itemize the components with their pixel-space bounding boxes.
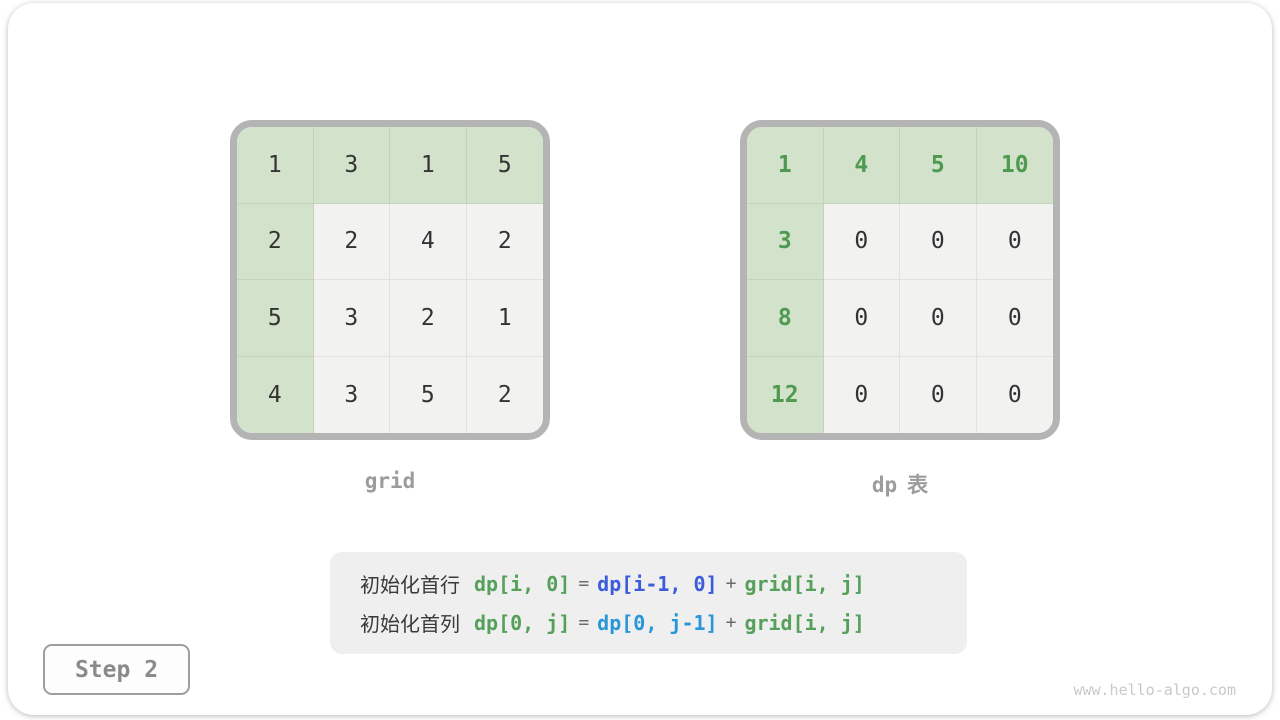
matrix-cell: 5 bbox=[466, 127, 543, 204]
matrix-cell: 10 bbox=[976, 127, 1053, 204]
dp-label-cjk: 表 bbox=[907, 473, 929, 497]
matrix-cell: 1 bbox=[390, 127, 467, 204]
matrix-cell: 0 bbox=[900, 203, 977, 280]
matrix-cell: 4 bbox=[390, 203, 467, 280]
equals-sign: = bbox=[578, 612, 590, 633]
matrix-cell: 0 bbox=[823, 356, 900, 433]
matrix-cell: 1 bbox=[466, 280, 543, 357]
formula-mid: dp[0, j-1] bbox=[597, 610, 718, 635]
dp-label-code: dp bbox=[871, 473, 898, 497]
formula-mid: dp[i-1, 0] bbox=[597, 571, 718, 596]
matrix-cell: 2 bbox=[466, 203, 543, 280]
matrix-cell: 2 bbox=[390, 280, 467, 357]
matrix-cell: 0 bbox=[900, 280, 977, 357]
matrix-cell: 5 bbox=[900, 127, 977, 204]
matrix-cell: 3 bbox=[313, 280, 390, 357]
equals-sign: = bbox=[578, 573, 590, 594]
matrix-cell: 4 bbox=[237, 356, 314, 433]
matrix-cell: 1 bbox=[747, 127, 824, 204]
matrix-cell: 12 bbox=[747, 356, 824, 433]
matrix-cell: 3 bbox=[747, 203, 824, 280]
matrix-cell: 2 bbox=[466, 356, 543, 433]
matrix-cell: 0 bbox=[823, 203, 900, 280]
matrix-cell: 0 bbox=[976, 280, 1053, 357]
formula-rhs: grid[i, j] bbox=[744, 610, 865, 635]
matrix-cell: 4 bbox=[823, 127, 900, 204]
matrix-cell: 0 bbox=[976, 203, 1053, 280]
grid-table-label: grid bbox=[230, 469, 550, 493]
formula-line: 初始化首行 dp[i, 0] = dp[i-1, 0] + grid[i, j] bbox=[360, 569, 967, 598]
matrix-cell: 0 bbox=[976, 356, 1053, 433]
formula-line: 初始化首列 dp[0, j] = dp[0, j-1] + grid[i, j] bbox=[360, 608, 967, 637]
matrix-cell: 3 bbox=[313, 356, 390, 433]
matrix-cell: 3 bbox=[313, 127, 390, 204]
matrix-cell: 0 bbox=[900, 356, 977, 433]
matrix-cell: 5 bbox=[390, 356, 467, 433]
plus-sign: + bbox=[725, 573, 737, 594]
matrix-cell: 8 bbox=[747, 280, 824, 357]
step-badge-label: Step 2 bbox=[74, 656, 159, 683]
dp-table-label: dp 表 bbox=[740, 469, 1060, 499]
matrix-cell: 2 bbox=[313, 203, 390, 280]
watermark: www.hello-algo.com bbox=[1073, 681, 1236, 699]
matrix-cell: 1 bbox=[237, 127, 314, 204]
matrix-cell: 5 bbox=[237, 280, 314, 357]
formula-lhs: dp[i, 0] bbox=[474, 571, 571, 596]
matrix-cell: 0 bbox=[823, 280, 900, 357]
plus-sign: + bbox=[725, 612, 737, 633]
formula-rhs: grid[i, j] bbox=[744, 571, 865, 596]
formula-lhs: dp[0, j] bbox=[474, 610, 571, 635]
matrix-cell: 2 bbox=[237, 203, 314, 280]
formula-prefix: 初始化首行 bbox=[360, 573, 460, 597]
formula-prefix: 初始化首列 bbox=[360, 612, 460, 636]
step-badge: Step 2 bbox=[43, 644, 190, 695]
grid-label-text: grid bbox=[364, 469, 416, 493]
